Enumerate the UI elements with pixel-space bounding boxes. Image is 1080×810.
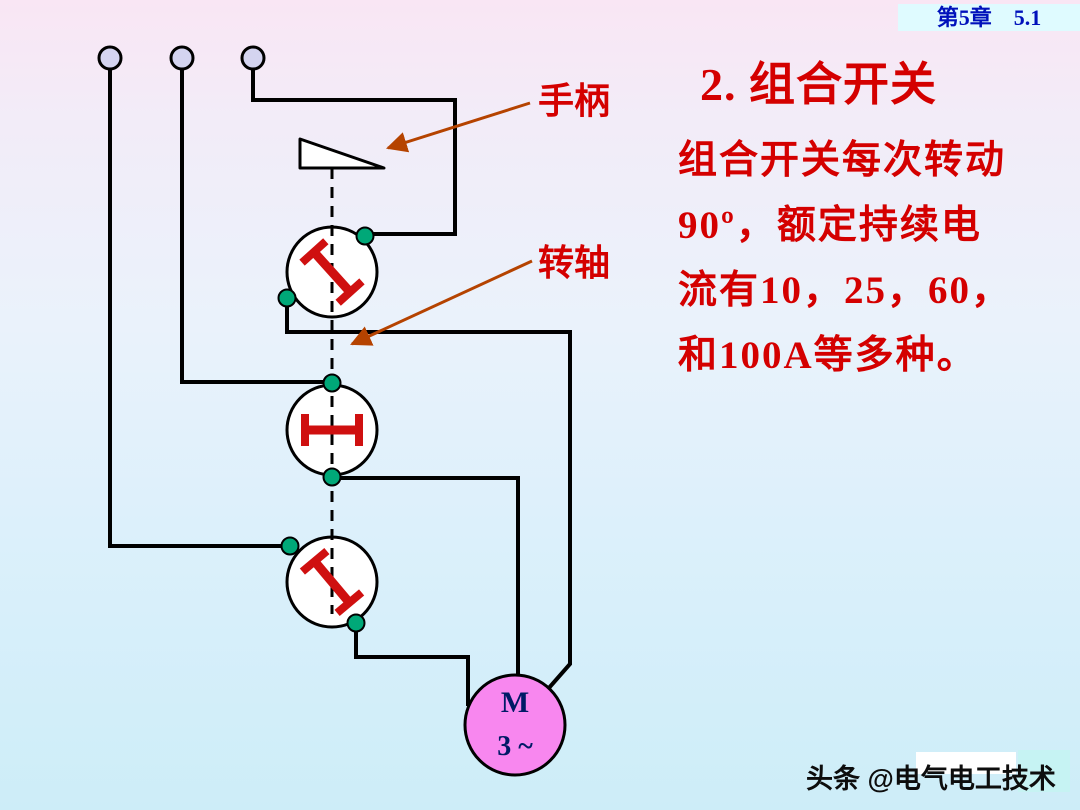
- terminal-1: [97, 45, 123, 71]
- handle-symbol: [298, 137, 386, 170]
- contact-dot: [346, 613, 366, 633]
- wire-line2: [180, 69, 324, 384]
- terminal-2: [169, 45, 195, 71]
- motor-circle: [463, 673, 567, 777]
- contact-dot: [322, 467, 342, 487]
- watermark-box-cyan: [1018, 750, 1070, 792]
- chapter-badge: 第5章 5.1: [898, 4, 1080, 31]
- terminal-3: [240, 45, 266, 71]
- paragraph-line: 90º，额定持续电: [678, 204, 982, 247]
- watermark-box-white: [916, 752, 1016, 774]
- watermark: 头条 @电气电工技术: [798, 746, 1080, 806]
- wire-switch3-to-motor: [354, 624, 470, 706]
- contact-dot: [277, 288, 297, 308]
- watermark-text: 头条 @电气电工技术: [806, 764, 1056, 794]
- paragraph-line: 流有10，25，60，: [678, 269, 1013, 312]
- paragraph-line: 和100A等多种。: [678, 334, 978, 377]
- handle-callout-arrow: [385, 101, 531, 153]
- page-title: 2. 组合开关: [700, 59, 937, 110]
- shaft-callout-arrow: [350, 259, 533, 346]
- wire-line3: [251, 69, 457, 236]
- paragraph-line: 组合开关每次转动: [678, 139, 1007, 182]
- handle-label: 手柄: [538, 81, 611, 121]
- contact-dot: [280, 536, 300, 556]
- wire-switch1-to-motor: [285, 299, 572, 691]
- shaft-label: 转轴: [538, 243, 611, 283]
- wire-line1: [108, 69, 288, 548]
- motor-letter: M: [501, 686, 529, 719]
- motor-phase: 3 ~: [497, 731, 533, 762]
- body-paragraph: 组合开关每次转动 90º，额定持续电 流有10，25，60， 和100A等多种。: [678, 128, 1012, 388]
- contact-dot: [322, 373, 342, 393]
- contact-dot: [355, 226, 375, 246]
- wire-switch2-to-motor: [332, 476, 520, 676]
